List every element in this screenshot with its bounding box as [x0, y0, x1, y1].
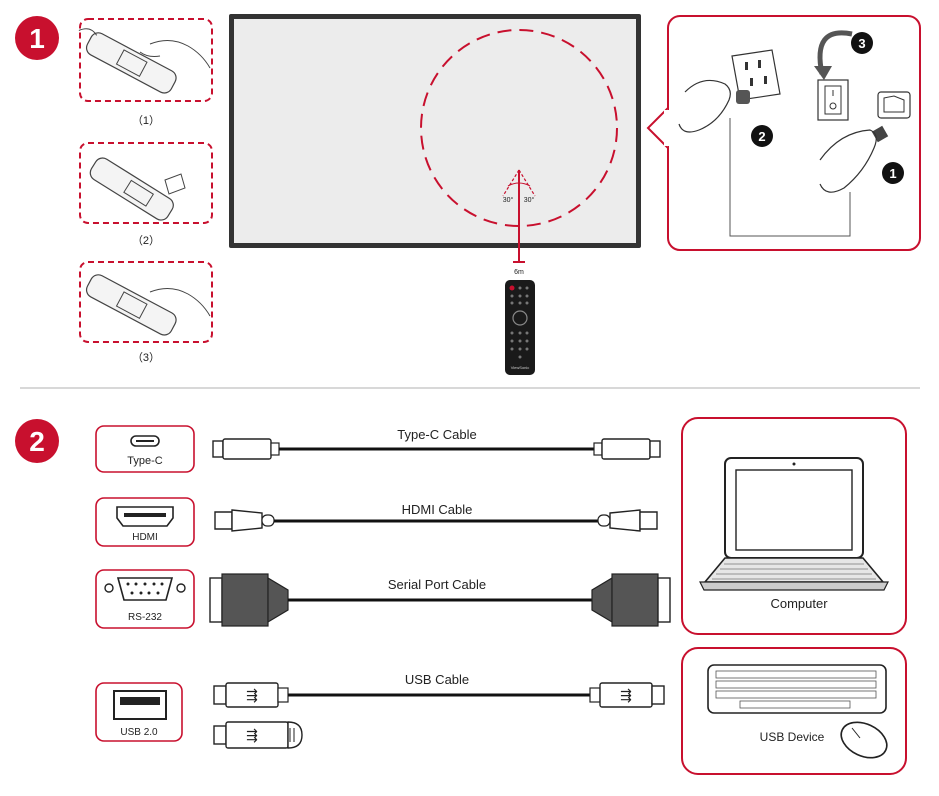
- mouse-icon: [840, 721, 888, 759]
- angle-right-label: 30°: [524, 196, 535, 204]
- remote-battery-step-3: [79, 261, 213, 343]
- svg-text:HDMI: HDMI: [132, 532, 158, 543]
- remote-step-caption-3: （3）: [132, 351, 160, 364]
- usb-symbol-icon: ⇶: [620, 687, 632, 703]
- svg-text:Type-C Cable: Type-C Cable: [397, 427, 476, 442]
- wall-outlet-icon: [731, 49, 781, 104]
- power-step-3-marker: 3: [858, 36, 865, 51]
- typec-cable: Type-C Cable: [212, 427, 661, 460]
- hdmi-cable: HDMI Cable: [214, 502, 658, 532]
- svg-text:USB Cable: USB Cable: [405, 672, 469, 687]
- usb-symbol-icon: ⇶: [246, 687, 258, 703]
- port-usb: USB 2.0: [95, 682, 183, 742]
- svg-text:Type-C: Type-C: [127, 455, 163, 467]
- display-icon: [229, 14, 641, 263]
- svg-text:⇶: ⇶: [246, 727, 258, 743]
- svg-text:Serial Port Cable: Serial Port Cable: [388, 577, 486, 592]
- remote-control-icon: ViewSonic: [505, 280, 535, 375]
- svg-text:USB 2.0: USB 2.0: [120, 727, 158, 738]
- step-1-badge: 1: [15, 16, 59, 60]
- remote-battery-icon: [78, 28, 177, 94]
- step-2-badge: 2: [15, 419, 59, 463]
- svg-text:HDMI Cable: HDMI Cable: [402, 502, 473, 517]
- port-typec: Type-C: [95, 425, 195, 473]
- power-step-2-marker: 2: [758, 129, 765, 144]
- distance-label: 6m: [514, 269, 524, 276]
- laptop-icon: [699, 457, 889, 591]
- computer-panel: Computer: [681, 417, 907, 635]
- remote-battery-icon: [85, 274, 177, 336]
- usb-cable: ⇶ ⇶ USB Cable: [213, 672, 665, 708]
- svg-text:2: 2: [29, 426, 45, 457]
- svg-text:1: 1: [29, 23, 45, 54]
- serial-cable: Serial Port Cable: [209, 573, 671, 627]
- remote-battery-step-2: [79, 142, 213, 224]
- keyboard-icon: [707, 664, 887, 714]
- remote-battery-step-1: [78, 18, 213, 102]
- remote-brand-label: ViewSonic: [511, 365, 530, 370]
- usb-device-panel: USB Device: [681, 647, 907, 775]
- remote-battery-icon: [89, 157, 174, 221]
- computer-label: Computer: [770, 596, 828, 611]
- power-step-1-marker: 1: [889, 166, 896, 181]
- power-switch-icon: [817, 79, 849, 121]
- angle-left-label: 30°: [503, 196, 514, 204]
- remote-step-caption-1: （1）: [132, 114, 160, 127]
- power-plug-icon: [871, 91, 911, 143]
- svg-text:RS-232: RS-232: [128, 612, 162, 623]
- remote-step-caption-2: （2）: [132, 234, 160, 247]
- port-hdmi: HDMI: [95, 497, 195, 547]
- power-connection-panel: 2 3 1: [646, 15, 921, 251]
- usb-device-label: USB Device: [760, 730, 825, 744]
- port-rs232: RS-232: [95, 569, 195, 629]
- usb-flash-drive-icon: ⇶: [213, 721, 303, 749]
